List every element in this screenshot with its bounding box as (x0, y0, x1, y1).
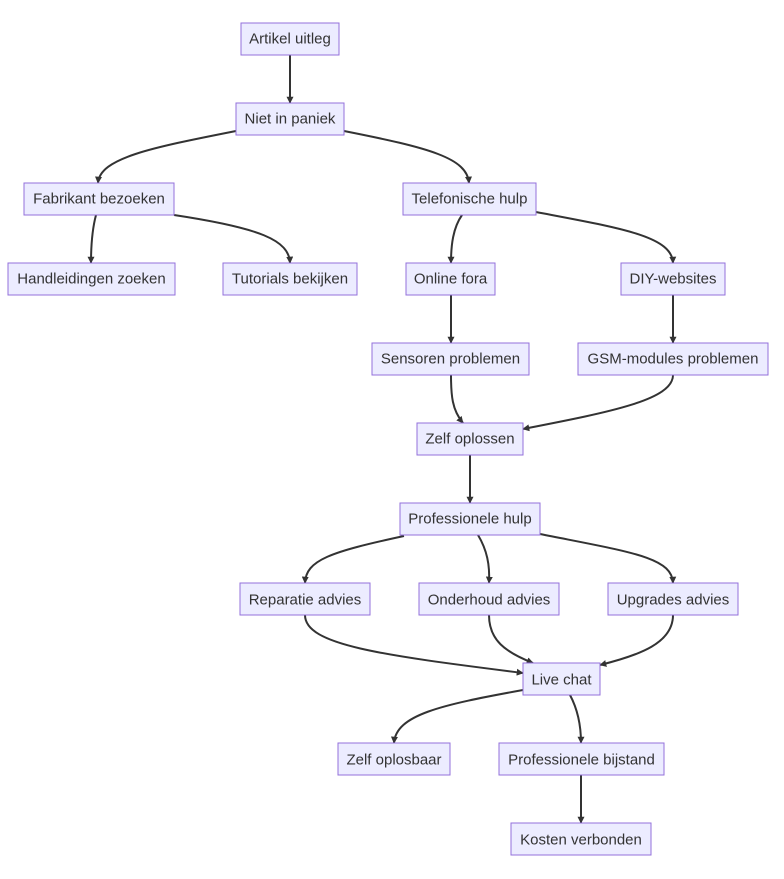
edges (87, 55, 677, 824)
node-label: Professionele bijstand (508, 752, 655, 769)
edge-prof-reparatie (301, 535, 405, 584)
node-label: Tutorials bekijken (232, 271, 348, 288)
node-label: Live chat (531, 672, 592, 689)
node-label: Online fora (414, 271, 488, 288)
edge-telefonisch-diy (535, 211, 677, 264)
node-gsm-modules-problemen: GSM-modules problemen (577, 342, 769, 376)
node-onderhoud-advies: Onderhoud advies (418, 582, 560, 616)
node-reparatie-advies: Reparatie advies (239, 582, 371, 616)
node-label: Artikel uitleg (249, 31, 331, 48)
node-label: Upgrades advies (617, 592, 730, 609)
node-diy-websites: DIY-websites (620, 262, 726, 296)
node-handleidingen-zoeken: Handleidingen zoeken (7, 262, 176, 296)
edge-fabrikant-handleidingen (87, 214, 97, 264)
edge-sensoren-zelf (450, 374, 464, 424)
edge-upgrades-live (599, 614, 674, 667)
edge-prof-upgrades (539, 533, 677, 584)
node-label: Handleidingen zoeken (17, 271, 165, 288)
node-label: Onderhoud advies (428, 592, 551, 609)
node-label: Zelf oplosbaar (346, 752, 441, 769)
node-label: GSM-modules problemen (588, 351, 759, 368)
node-zelf-oplosbaar: Zelf oplosbaar (337, 742, 451, 776)
node-online-fora: Online fora (405, 262, 496, 296)
node-fabrikant-bezoeken: Fabrikant bezoeken (23, 182, 175, 216)
node-label: Telefonische hulp (412, 191, 528, 208)
node-sensoren-problemen: Sensoren problemen (371, 342, 530, 376)
node-telefonische-hulp: Telefonische hulp (402, 182, 537, 216)
node-professionele-hulp: Professionele hulp (399, 502, 541, 536)
edge-onderhoud-live (488, 614, 534, 664)
node-tutorials-bekijken: Tutorials bekijken (222, 262, 358, 296)
node-zelf-oplossen: Zelf oplossen (416, 422, 524, 456)
edge-gsm-zelf (522, 374, 674, 432)
edge-reparatie-live (304, 614, 524, 676)
node-label: Kosten verbonden (520, 832, 642, 849)
node-live-chat: Live chat (522, 662, 601, 696)
node-label: Sensoren problemen (381, 351, 520, 368)
edge-fabrikant-tutorials (173, 214, 294, 264)
node-label: DIY-websites (630, 271, 717, 288)
edge-paniek-telefonisch (343, 130, 472, 184)
node-label: Reparatie advies (249, 592, 362, 609)
nodes: Artikel uitleg Niet in paniek Fabrikant … (7, 22, 769, 856)
node-label: Fabrikant bezoeken (33, 191, 165, 208)
edge-prof-onderhoud (477, 534, 493, 584)
edge-telefonisch-fora (447, 214, 463, 264)
node-label: Zelf oplossen (425, 431, 514, 448)
edge-live-zelfbaar (390, 689, 524, 744)
node-label: Niet in paniek (245, 111, 336, 128)
node-artikel-uitleg: Artikel uitleg (240, 22, 340, 56)
edge-live-bijstand (569, 694, 585, 744)
node-kosten-verbonden: Kosten verbonden (510, 822, 652, 856)
node-niet-in-paniek: Niet in paniek (235, 102, 345, 136)
node-upgrades-advies: Upgrades advies (607, 582, 739, 616)
node-professionele-bijstand: Professionele bijstand (498, 742, 665, 776)
edge-paniek-fabrikant (95, 130, 237, 184)
node-label: Professionele hulp (408, 511, 531, 528)
